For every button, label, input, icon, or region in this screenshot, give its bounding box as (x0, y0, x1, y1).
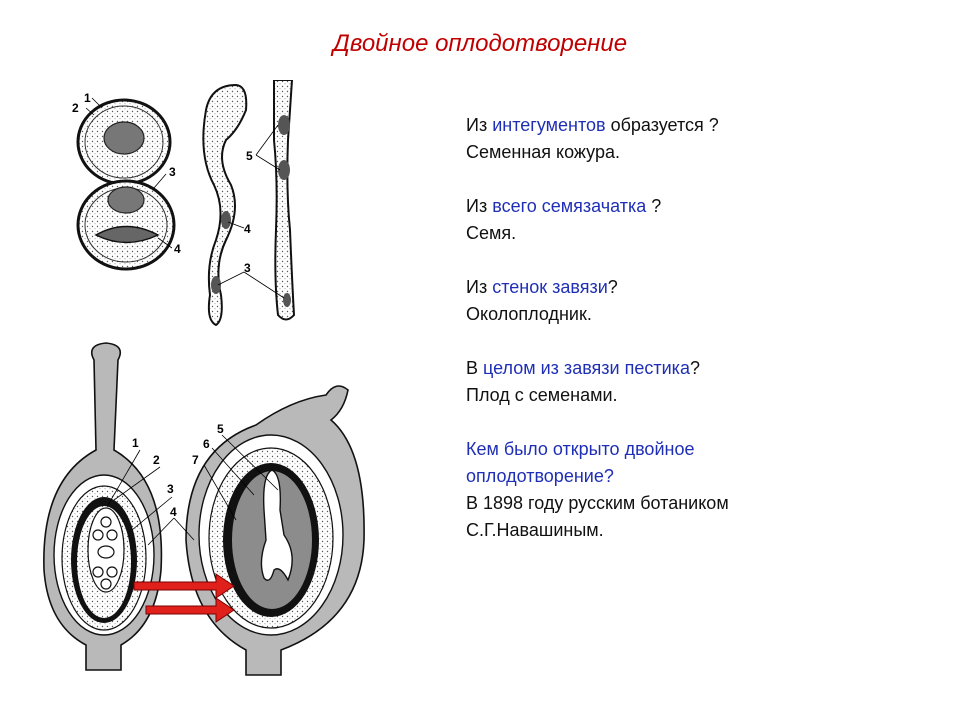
slide-title: Двойное оплодотворение (332, 30, 628, 57)
fertilization-arrows (133, 573, 235, 623)
answer-line: В 1898 году русским ботаником (466, 493, 729, 513)
question-keyword: стенок завязи (492, 277, 608, 297)
question-prefix: Из (466, 277, 493, 297)
label: 1 (132, 436, 139, 450)
pollen-grain-1 (76, 98, 172, 186)
answer: Семенная кожура. (466, 142, 620, 162)
question-line: Кем было открыто двойное (466, 439, 695, 459)
qa-ovule: Из всего семязачатка ? Семя. (466, 193, 926, 247)
question-keyword: всего семязачатка (492, 196, 647, 216)
label: 3 (244, 261, 251, 275)
label: 5 (246, 149, 253, 163)
label: 2 (153, 453, 160, 467)
pollen-grain-2 (76, 179, 176, 271)
ovule-fertilization-figure: 1 2 3 4 5 6 7 (43, 342, 365, 676)
qa-ovary-walls: Из стенок завязи? Околоплодник. (466, 274, 926, 328)
pollen-tube-1 (202, 83, 248, 327)
qa-discovery: Кем было открыто двойное оплодотворение?… (466, 436, 926, 544)
answer-line: С.Г.Навашиным. (466, 520, 604, 540)
pollen-development-figure: 2 1 3 4 5 4 3 (72, 80, 296, 327)
label: 5 (217, 422, 224, 436)
label: 4 (170, 505, 177, 519)
question-suffix: ? (607, 277, 618, 297)
question-line: оплодотворение? (466, 466, 614, 486)
label: 7 (192, 453, 199, 467)
question-prefix: В (466, 358, 484, 378)
label: 2 (72, 101, 79, 115)
question: Из интегументов образуется ? (466, 112, 926, 139)
question-prefix: Из (466, 196, 493, 216)
pistil-after (185, 385, 365, 676)
question-suffix: ? (689, 358, 700, 378)
question: В целом из завязи пестика? (466, 355, 926, 382)
qa-text-block: Из интегументов образуется ? Семенная ко… (466, 112, 926, 571)
question-suffix: образуется ? (605, 115, 719, 135)
label: 6 (203, 437, 210, 451)
label: 3 (167, 482, 174, 496)
question: Из стенок завязи? (466, 274, 926, 301)
question: Из всего семязачатка ? (466, 193, 926, 220)
answer: Плод с семенами. (466, 385, 618, 405)
question-prefix: Из (466, 115, 493, 135)
label: 4 (244, 222, 251, 236)
question-suffix: ? (646, 196, 662, 216)
qa-pistil: В целом из завязи пестика? Плод с семена… (466, 355, 926, 409)
leader-lines (107, 434, 279, 546)
pistil-before (43, 342, 163, 671)
label: 3 (169, 165, 176, 179)
pollen-tube-2 (273, 80, 296, 321)
answer: Околоплодник. (466, 304, 592, 324)
leader-lines (85, 97, 285, 299)
label: 1 (84, 91, 91, 105)
question-keyword: интегументов (492, 115, 606, 135)
question-keyword: целом из завязи пестика (483, 358, 690, 378)
label: 4 (174, 242, 181, 256)
qa-integuments: Из интегументов образуется ? Семенная ко… (466, 112, 926, 166)
answer: Семя. (466, 223, 517, 243)
